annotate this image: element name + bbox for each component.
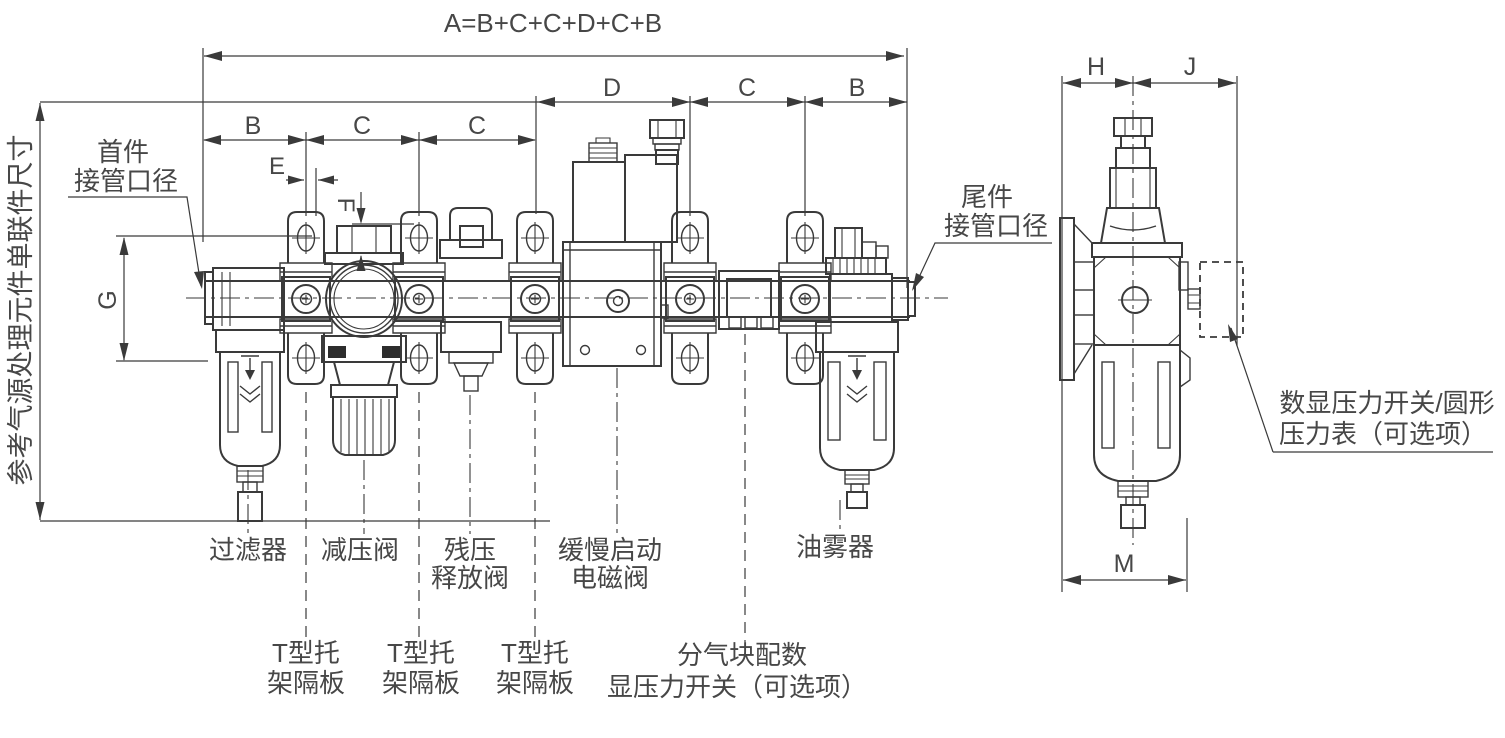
dim-label-b-1: B (245, 112, 262, 140)
inlet-port-block (204, 267, 285, 331)
lubricator-unit (815, 227, 899, 509)
slow-start-solenoid-unit (562, 119, 685, 367)
leader-lines (68, 196, 1493, 453)
inlet-label-line2: 接管口径 (74, 166, 178, 196)
outlet-label-line2: 接管口径 (944, 211, 1048, 241)
lubricator-flow-icon (846, 355, 868, 403)
label-release-line2: 释放阀 (431, 563, 509, 593)
dim-label-b-2: B (849, 74, 866, 102)
label-bracket1-line1: T型托 (272, 638, 340, 668)
dim-label-c-1: C (353, 112, 371, 140)
label-bracket1-line2: 架隔板 (267, 668, 345, 698)
dim-label-e: E (269, 153, 285, 180)
label-manifold-line2: 显压力开关（可选项） (607, 672, 867, 702)
outlet-label-line1: 尾件 (961, 182, 1013, 212)
optional-gauge-dashed-box (1199, 261, 1244, 338)
label-manifold-line1: 分气块配数 (677, 640, 807, 670)
label-release-line1: 残压 (444, 535, 496, 565)
label-lubricator: 油雾器 (796, 532, 874, 562)
label-bracket2-line2: 架隔板 (382, 668, 460, 698)
dim-label-j: J (1184, 53, 1197, 81)
outlet-port-block (891, 277, 916, 321)
side-note: 参考气源处理元件单联件尺寸 (6, 135, 36, 486)
label-bracket2-line1: T型托 (387, 638, 455, 668)
label-bracket3-line1: T型托 (501, 638, 569, 668)
annotations: A=B+C+C+D+C+B B C C D C B E F G H J M 参考… (6, 8, 1495, 702)
dim-label-d: D (603, 74, 621, 102)
center-lines (186, 76, 1134, 545)
label-gauge-line2: 压力表（可选项） (1279, 419, 1487, 449)
dim-label-c-2: C (468, 112, 486, 140)
dimension-lines (35, 48, 1238, 592)
label-slowstart-line2: 电磁阀 (571, 563, 649, 593)
dim-label-h: H (1087, 53, 1105, 81)
dim-label-f: F (332, 198, 359, 213)
label-slowstart-line1: 缓慢启动 (558, 535, 662, 565)
manifold-pressure-switch-block (718, 270, 780, 330)
regulator-unit (321, 225, 407, 456)
label-gauge-line1: 数显压力开关/圆形 (1279, 388, 1494, 418)
filter-unit (215, 329, 285, 522)
side-view-unit (1059, 117, 1244, 529)
filter-flow-icon (239, 355, 261, 403)
release-valve-unit (439, 207, 503, 392)
label-filter: 过滤器 (209, 535, 287, 565)
label-leaders (247, 334, 841, 642)
label-regulator: 减压阀 (321, 535, 399, 565)
label-bracket3-line2: 架隔板 (496, 668, 574, 698)
dim-formula-a: A=B+C+C+D+C+B (444, 8, 662, 38)
dim-label-c-3: C (738, 74, 756, 102)
inlet-label-line1: 首件 (97, 137, 149, 167)
dim-label-g: G (94, 290, 122, 309)
dim-label-m: M (1114, 550, 1135, 578)
